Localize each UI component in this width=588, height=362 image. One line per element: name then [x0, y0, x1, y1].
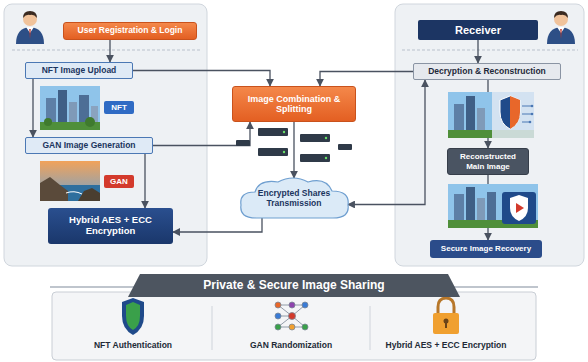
nft-tag: NFT — [104, 101, 134, 114]
nft-city-image — [40, 86, 100, 130]
flow-arrow — [32, 79, 33, 137]
node-text: Private & Secure Image Sharing — [203, 279, 384, 293]
gan-tag: GAN — [104, 175, 134, 188]
node-text: NFT — [111, 103, 127, 112]
flow-arrow — [133, 71, 270, 87]
decryption-box: Decryption & Reconstruction — [413, 63, 561, 80]
cloud-outline — [241, 178, 348, 218]
flow-arrow — [144, 154, 145, 208]
network-icon — [275, 302, 308, 330]
flow-arrow — [293, 122, 294, 178]
node-text: Secure Image Recovery — [441, 244, 531, 253]
feature-label: GAN Randomization — [216, 340, 366, 350]
node-text: Encrypted Shares Transmission — [252, 189, 336, 209]
shield-icon — [122, 298, 144, 335]
server-stack — [236, 128, 352, 162]
flow-arrow — [173, 217, 262, 232]
banner-outline — [128, 274, 460, 297]
upload-box: NFT Image Upload — [25, 62, 133, 79]
flow-arrow — [109, 40, 110, 62]
node-text: User Registration & Login — [78, 26, 183, 36]
flow-arrow — [320, 72, 413, 87]
gan-landscape-image — [40, 161, 100, 201]
flow-arrow — [348, 80, 425, 205]
node-text: Reconstructed Main Image — [453, 152, 523, 170]
lock-icon — [433, 298, 459, 334]
feature-label: NFT Authentication — [58, 340, 208, 350]
encryption-box: Hybrid AES + ECC Encryption — [48, 208, 173, 244]
node-text: GAN Image Generation — [42, 141, 135, 151]
cloud-node: Encrypted Shares Transmission — [236, 176, 352, 222]
receiver-box: Receiver — [418, 20, 538, 40]
flow-arrow — [153, 122, 250, 146]
shared-image — [448, 92, 534, 138]
node-text: Receiver — [455, 24, 501, 37]
gan-box: GAN Image Generation — [25, 137, 153, 154]
user-icon — [16, 11, 44, 44]
receiver-icon — [547, 11, 575, 44]
node-text: Decryption & Reconstruction — [428, 67, 546, 77]
recovery-box: Secure Image Recovery — [430, 240, 542, 258]
node-text: GAN — [110, 177, 128, 186]
node-text: Image Combination & Splitting — [238, 94, 350, 115]
node-text: Hybrid AES + ECC Encryption — [53, 215, 168, 237]
flow-arrow — [477, 40, 478, 63]
login-box: User Registration & Login — [63, 22, 197, 40]
node-text: NFT Image Upload — [42, 66, 117, 76]
banner-band: Private & Secure Image Sharing — [128, 274, 460, 297]
reconstructed-box: Reconstructed Main Image — [447, 148, 529, 175]
feature-label: Hybrid AES + ECC Encryption — [371, 340, 521, 350]
combination-box: Image Combination & Splitting — [232, 86, 356, 122]
recovered-image — [448, 184, 538, 228]
